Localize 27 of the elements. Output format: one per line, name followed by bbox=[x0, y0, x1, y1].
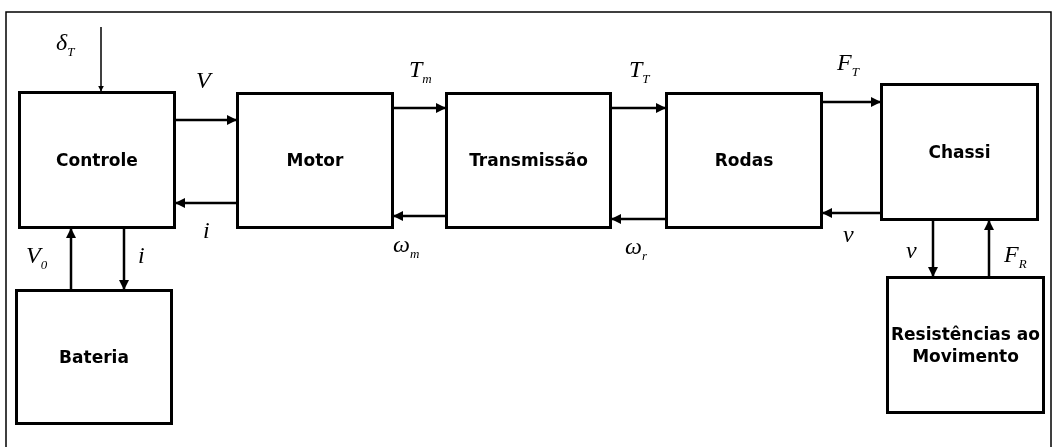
arrow bbox=[611, 214, 665, 224]
arrow bbox=[176, 115, 237, 125]
process-box bbox=[880, 83, 1039, 221]
box-label: Controle bbox=[56, 148, 138, 172]
process-box bbox=[236, 92, 394, 229]
box-label: Motor bbox=[286, 149, 344, 172]
process-box bbox=[886, 276, 1045, 414]
arrow bbox=[928, 221, 938, 277]
process-box bbox=[18, 91, 176, 229]
box-label: Bateria bbox=[59, 345, 129, 369]
process-box bbox=[15, 289, 173, 425]
box-label: Resistências ao Movimento bbox=[890, 322, 1041, 368]
box-label: Transmissão bbox=[469, 149, 588, 172]
arrow bbox=[823, 97, 881, 107]
arrow bbox=[119, 229, 129, 290]
arrow bbox=[984, 220, 994, 276]
box-label: Rodas bbox=[714, 149, 774, 172]
arrow bbox=[612, 103, 666, 113]
arrow bbox=[175, 198, 236, 208]
process-box bbox=[665, 92, 823, 229]
arrow bbox=[393, 211, 445, 221]
arrow bbox=[66, 228, 76, 289]
arrow bbox=[822, 208, 880, 218]
arrow bbox=[98, 26, 104, 92]
box-label: Chassi bbox=[928, 140, 991, 164]
arrow bbox=[394, 103, 446, 113]
process-box bbox=[445, 92, 612, 229]
